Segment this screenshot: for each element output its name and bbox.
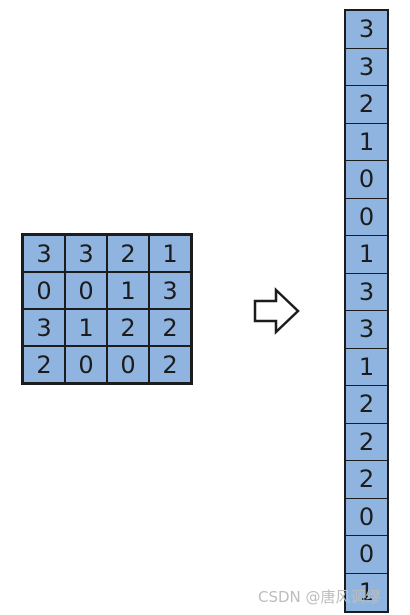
column-cell: 2 [346, 86, 387, 124]
matrix-cell: 1 [65, 309, 107, 346]
matrix-cell: 1 [107, 272, 149, 309]
column-cell: 0 [346, 536, 387, 574]
matrix-cell: 0 [65, 346, 107, 383]
column-cell: 1 [346, 573, 387, 611]
column-cell: 0 [346, 161, 387, 199]
column-cell: 3 [346, 11, 387, 49]
right-arrow-outline-icon [253, 287, 300, 335]
column-cell: 3 [346, 48, 387, 86]
matrix-cell: 3 [23, 235, 65, 272]
column-cell: 2 [346, 386, 387, 424]
watermark-text: CSDN @唐风调缪 [258, 588, 381, 606]
matrix-cell: 2 [149, 309, 191, 346]
matrix-cell: 3 [65, 235, 107, 272]
matrix-cell: 1 [149, 235, 191, 272]
matrix-cell: 0 [23, 272, 65, 309]
column-cell: 1 [346, 123, 387, 161]
matrix-cell: 3 [149, 272, 191, 309]
matrix-cell: 2 [107, 235, 149, 272]
column-cell: 1 [346, 348, 387, 386]
column-cell: 0 [346, 498, 387, 536]
column-cell: 1 [346, 236, 387, 274]
column-cell: 2 [346, 423, 387, 461]
matrix-cell: 0 [107, 346, 149, 383]
matrix-cell: 2 [149, 346, 191, 383]
column-cell: 0 [346, 198, 387, 236]
matrix-cell: 3 [23, 309, 65, 346]
input-matrix-grid: 3 3 2 1 0 0 1 3 3 1 2 2 2 0 0 2 [21, 233, 193, 385]
matrix-cell: 2 [107, 309, 149, 346]
matrix-cell: 0 [65, 272, 107, 309]
column-cell: 3 [346, 311, 387, 349]
column-cell: 3 [346, 273, 387, 311]
matrix-cell: 2 [23, 346, 65, 383]
column-cell: 2 [346, 461, 387, 499]
flattened-column-vector: 3 3 2 1 0 0 1 3 3 1 2 2 2 0 0 1 [344, 9, 389, 613]
